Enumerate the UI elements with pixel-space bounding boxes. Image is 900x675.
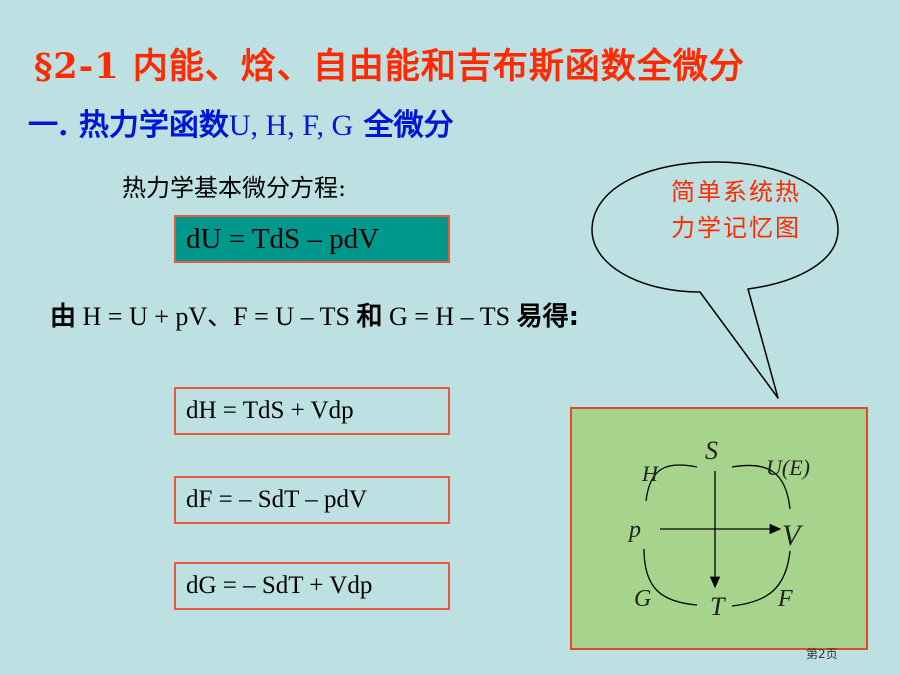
label-top-left: H (641, 461, 659, 486)
speech-bubble (591, 161, 839, 399)
bubble-line-1: 简单系统热 (671, 178, 801, 206)
arc-bottom-left (643, 548, 698, 606)
label-bottom-left: G (634, 586, 651, 612)
derive-relations: H = U + pV、F = U – TS (76, 302, 357, 331)
label-bottom-right: F (777, 586, 793, 612)
subtitle-functions: U, H, F, G (228, 109, 354, 142)
page-number: 第2页 (806, 647, 838, 661)
label-left: p (627, 517, 641, 543)
equation-box-dg: dG = – SdT + Vdp (174, 562, 450, 610)
memory-diagram-svg: S V T p H U(E) G F (627, 436, 810, 621)
derive-suffix: 易得: (516, 302, 579, 332)
label-top-right: U(E) (766, 455, 810, 480)
subtitle-suffix: 全微分 (353, 108, 454, 143)
main-equation-box: dU = TdS – pdV (174, 215, 450, 263)
label-right: V (782, 519, 804, 552)
equation-box-dh: dH = TdS + Vdp (174, 387, 450, 435)
equation-dg: dG = – SdT + Vdp (186, 572, 373, 599)
derive-prefix: 由 (50, 302, 77, 332)
main-equation: dU = TdS – pdV (186, 222, 380, 255)
arc-bottom-right (731, 550, 791, 607)
intro-text: 热力学基本微分方程: (122, 174, 347, 202)
arc-top-right (731, 464, 791, 510)
label-top: S (705, 436, 718, 465)
equation-dh: dH = TdS + Vdp (186, 397, 354, 424)
bubble-text: 简单系统热 力学记忆图 (646, 174, 826, 246)
subtitle-prefix: 一. 热力学函数 (28, 108, 229, 143)
memory-diagram: S V T p H U(E) G F (570, 407, 868, 650)
equation-df: dF = – SdT – pdV (186, 486, 368, 513)
slide-title: §2-1 内能、焓、自由能和吉布斯函数全微分 (34, 46, 745, 87)
arc-top-left (645, 464, 698, 502)
derive-and: 和 (356, 302, 383, 332)
label-bottom: T (710, 592, 726, 621)
derivation-text: 由 H = U + pV、F = U – TS 和 G = H – TS 易得: (50, 296, 579, 333)
equation-box-df: dF = – SdT – pdV (174, 476, 450, 524)
bubble-line-2: 力学记忆图 (671, 214, 801, 242)
derive-relation2: G = H – TS (382, 302, 517, 331)
section-subtitle: 一. 热力学函数U, H, F, G 全微分 (28, 100, 454, 144)
